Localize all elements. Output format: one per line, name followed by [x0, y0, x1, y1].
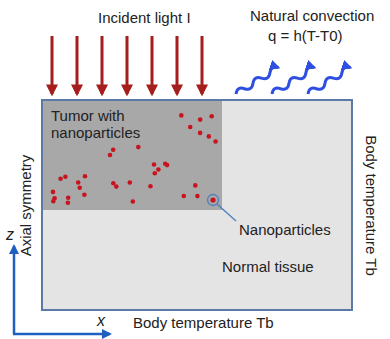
nanoparticle [209, 114, 214, 119]
nanoparticle [163, 162, 168, 167]
nanoparticle [152, 162, 157, 167]
tumor-region: Tumor with nanoparticles [43, 101, 222, 210]
nanoparticle [195, 194, 200, 199]
nanoparticle [66, 195, 71, 200]
label: Body temperature Tb [133, 314, 274, 331]
label: Axial symmetry [18, 154, 35, 256]
normal-tissue-region: Normal tissue Tumor with nanoparticles [42, 100, 352, 310]
nanoparticle [198, 117, 203, 122]
nanoparticle [51, 199, 56, 204]
nanoparticle [114, 184, 119, 189]
nanoparticle [153, 171, 158, 176]
nanoparticle [63, 175, 68, 180]
nanoparticle [66, 201, 71, 206]
convection-waves [234, 65, 352, 97]
nanoparticle [198, 131, 203, 136]
label: x [97, 312, 105, 329]
nanoparticle [188, 125, 193, 130]
region-label: Normal tissue [222, 258, 314, 275]
label: Body temperature Tb [362, 135, 379, 276]
leader-line [217, 204, 236, 221]
label: Nanoparticles [239, 221, 331, 238]
nanoparticle [82, 193, 87, 198]
label: q = h(T-T0) [268, 27, 343, 44]
label: z [6, 226, 14, 243]
nanoparticle [58, 177, 63, 182]
nanoparticle [76, 180, 81, 185]
nanoparticle [193, 183, 198, 188]
nanoparticle [111, 147, 116, 152]
nanoparticle [51, 190, 56, 195]
nanoparticle [210, 197, 215, 202]
nanoparticle [179, 113, 184, 118]
nanoparticle [108, 153, 113, 158]
nanoparticle [77, 185, 82, 190]
axes [13, 246, 110, 334]
normal-tissue-fill [43, 101, 351, 309]
highlight-circle [208, 195, 219, 206]
light-arrows [52, 36, 202, 94]
label: Incident light I [98, 9, 191, 26]
tumor-fill [43, 101, 222, 210]
nanoparticle [207, 134, 212, 139]
nanoparticle [156, 167, 161, 172]
region-label: Tumor with nanoparticles [51, 107, 161, 141]
nanoparticle [182, 194, 187, 199]
nanoparticle [131, 199, 136, 204]
nanoparticle [136, 145, 141, 150]
nanoparticle [83, 174, 88, 179]
nanoparticle [128, 180, 133, 185]
nanoparticle [148, 184, 153, 189]
label: Natural convection [250, 7, 374, 24]
tissue-outline [42, 100, 352, 310]
nanoparticle [213, 139, 218, 144]
